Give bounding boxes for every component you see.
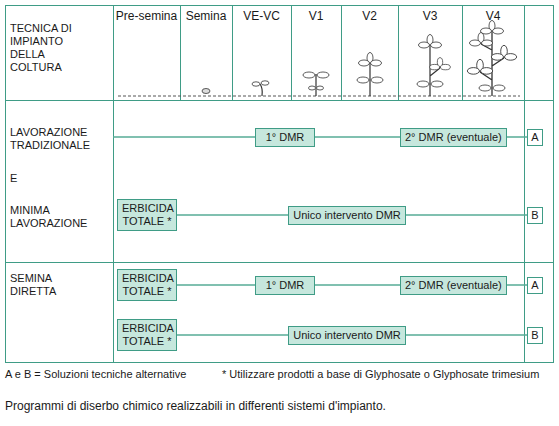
treatment-box: 2° DMR (eventuale) bbox=[400, 128, 507, 147]
treatment-box: ERBICIDA TOTALE * bbox=[117, 269, 177, 301]
treatment-box: ERBICIDA TOTALE * bbox=[117, 319, 177, 351]
header-title: TECNICA DI IMPIANTO DELLA COLTURA bbox=[10, 22, 90, 74]
caption: Programmi di diserbo chimico realizzabil… bbox=[5, 399, 555, 413]
box-text: ERBICIDA TOTALE * bbox=[122, 322, 172, 348]
box-text: B bbox=[531, 329, 539, 342]
box-text: ERBICIDA TOTALE * bbox=[122, 272, 172, 298]
footnote: * Utilizzare prodotti a base di Glyphosa… bbox=[222, 368, 554, 381]
stage-label: Pre-semina bbox=[113, 9, 180, 23]
stage-label: V3 bbox=[398, 9, 462, 23]
treatment-box: Unico intervento DMR bbox=[288, 206, 406, 225]
soybean-growth-stages bbox=[118, 21, 520, 97]
timeline-lead bbox=[113, 136, 256, 138]
timeline-line bbox=[406, 334, 527, 336]
treatment-box: ERBICIDA TOTALE * bbox=[117, 199, 177, 231]
stage-label: V1 bbox=[291, 9, 341, 23]
treatment-box: Unico intervento DMR bbox=[288, 326, 406, 345]
timeline-line bbox=[406, 214, 527, 216]
box-text: Unico intervento DMR bbox=[293, 329, 401, 342]
row-label: LAVORAZIONE TRADIZIONALE bbox=[10, 126, 110, 152]
option-box: B bbox=[527, 327, 543, 344]
box-text: A bbox=[531, 279, 539, 292]
option-box: A bbox=[527, 277, 543, 294]
treatment-box: 1° DMR bbox=[255, 276, 315, 295]
option-box: A bbox=[527, 129, 543, 146]
row-label: E bbox=[10, 172, 110, 185]
timeline-line bbox=[315, 284, 400, 286]
table-grid bbox=[5, 5, 554, 363]
timeline-line bbox=[177, 334, 288, 336]
stage-label: VE-VC bbox=[232, 9, 291, 23]
box-text: B bbox=[531, 209, 539, 222]
box-text: A bbox=[531, 131, 539, 144]
option-box: B bbox=[527, 207, 543, 224]
box-text: 1° DMR bbox=[260, 131, 310, 144]
timeline-line bbox=[177, 284, 255, 286]
stage-label: V2 bbox=[341, 9, 398, 23]
box-text: 2° DMR (eventuale) bbox=[405, 279, 502, 292]
stage-label: Semina bbox=[180, 9, 232, 23]
stage-label: V4 bbox=[462, 9, 524, 23]
box-text: ERBICIDA TOTALE * bbox=[122, 202, 172, 228]
box-text: 1° DMR bbox=[260, 279, 310, 292]
box-text: Unico intervento DMR bbox=[293, 209, 401, 222]
timeline-line bbox=[507, 284, 527, 286]
treatment-box: 2° DMR (eventuale) bbox=[400, 276, 507, 295]
timeline-line bbox=[315, 136, 400, 138]
row-label: SEMINA DIRETTA bbox=[10, 272, 82, 298]
footnote: A e B = Soluzioni tecniche alternative bbox=[5, 368, 217, 381]
timeline-line bbox=[507, 136, 527, 138]
treatment-box: 1° DMR bbox=[255, 128, 315, 147]
box-text: 2° DMR (eventuale) bbox=[405, 131, 502, 144]
timeline-line bbox=[177, 214, 288, 216]
row-label: MINIMA LAVORAZIONE bbox=[10, 204, 110, 230]
